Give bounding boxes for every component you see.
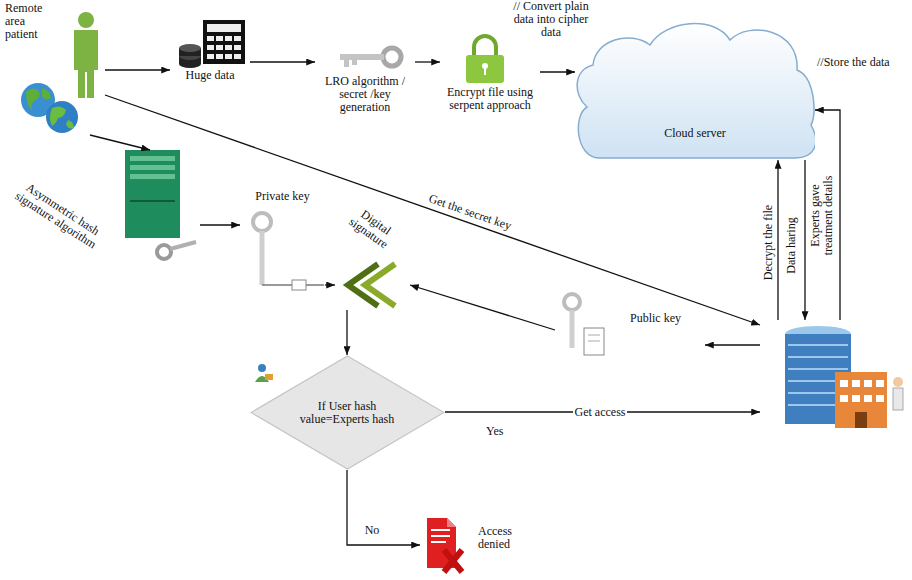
globe-icon bbox=[21, 83, 78, 133]
note-label: //Store the data bbox=[817, 56, 890, 69]
connector-arrow bbox=[415, 61, 440, 62]
node-label: If User hash value=Experts hash bbox=[297, 400, 397, 426]
signature-server-icon bbox=[125, 150, 196, 259]
patient-node: Remote area patient bbox=[5, 0, 105, 135]
hospital-node bbox=[760, 320, 905, 440]
node-label: Cloud server bbox=[575, 127, 815, 140]
label-holder: Yes bbox=[486, 424, 503, 439]
data-node: Huge data bbox=[170, 15, 250, 87]
node-label: LRO algorithm / secret /key generation bbox=[315, 75, 415, 114]
edge-label: No bbox=[365, 524, 380, 537]
digital-signature-node: Digital signature bbox=[335, 205, 410, 310]
node-label: Public key bbox=[630, 312, 702, 325]
node-label: Access denied bbox=[478, 525, 528, 551]
patient-figure bbox=[74, 12, 98, 98]
connector-arrow bbox=[250, 61, 315, 62]
connector-arrow bbox=[90, 135, 150, 150]
edge-label-holder: Experts gave treatment details bbox=[809, 165, 836, 265]
node-label: Huge data bbox=[170, 69, 250, 82]
edge-label: Get access bbox=[573, 406, 628, 419]
edge-label-holder: No bbox=[357, 523, 387, 538]
hospital-icon bbox=[785, 326, 903, 428]
edge-label-holder: Data haring bbox=[784, 195, 799, 295]
encrypt-node: Encrypt file using serpent approach bbox=[440, 40, 540, 135]
connector-arrow bbox=[705, 344, 760, 345]
connector-arrow bbox=[540, 71, 575, 72]
node-label: Asymmetric hash signature algorithm bbox=[7, 175, 112, 256]
key-generation-node: LRO algorithm / secret /key generation bbox=[315, 35, 415, 130]
lock-icon bbox=[466, 36, 504, 83]
public-key-icon bbox=[564, 294, 604, 355]
label-holder: //Store the data bbox=[817, 55, 890, 70]
edge-label: Get the secret key bbox=[425, 191, 515, 233]
node-label: Private key bbox=[240, 190, 325, 203]
public-key-node: Public key bbox=[555, 290, 705, 365]
private-key-icon bbox=[253, 213, 324, 290]
edge-label: Experts gave treatment details bbox=[809, 165, 835, 265]
edge-label: Data haring bbox=[785, 217, 798, 273]
edge-label-holder: Get the secret key bbox=[411, 185, 529, 239]
edge-label: // Convert plain data into cipher data bbox=[505, 0, 597, 39]
connector-arrow bbox=[105, 69, 170, 70]
access-denied-node: Access denied bbox=[420, 515, 565, 575]
signature-chevron bbox=[348, 264, 395, 306]
connector-arrow bbox=[325, 284, 335, 285]
edge-label-holder: Get access bbox=[565, 405, 635, 420]
connector-arrow bbox=[777, 160, 778, 320]
connector-arrow bbox=[346, 310, 347, 355]
branch-label: Yes bbox=[486, 425, 503, 438]
node-label: Remote area patient bbox=[5, 2, 50, 41]
secret-key-icon bbox=[340, 48, 401, 67]
edge-label-holder: // Convert plain data into cipher data bbox=[505, 0, 597, 40]
private-key-node: Private key bbox=[240, 190, 325, 295]
decision-diamond: If User hash value=Experts hash bbox=[250, 355, 445, 470]
connector-arrow bbox=[347, 470, 420, 545]
data-icon bbox=[179, 20, 245, 68]
connector-arrow bbox=[804, 160, 805, 320]
node-label: Encrypt file using serpent approach bbox=[440, 86, 540, 112]
node-label: Digital signature bbox=[341, 201, 403, 256]
edge-label: Decrypt the file bbox=[762, 204, 775, 279]
cloud-node: Cloud server bbox=[575, 15, 815, 160]
diamond-outline bbox=[251, 356, 444, 469]
edge-label-holder: Decrypt the file bbox=[761, 182, 776, 302]
expert-icon bbox=[255, 364, 273, 382]
connector-arrow bbox=[410, 285, 555, 330]
connector-arrow bbox=[200, 224, 240, 225]
signature-server-node: Asymmetric hash signature algorithm bbox=[5, 150, 200, 270]
access-denied-icon bbox=[427, 518, 462, 572]
